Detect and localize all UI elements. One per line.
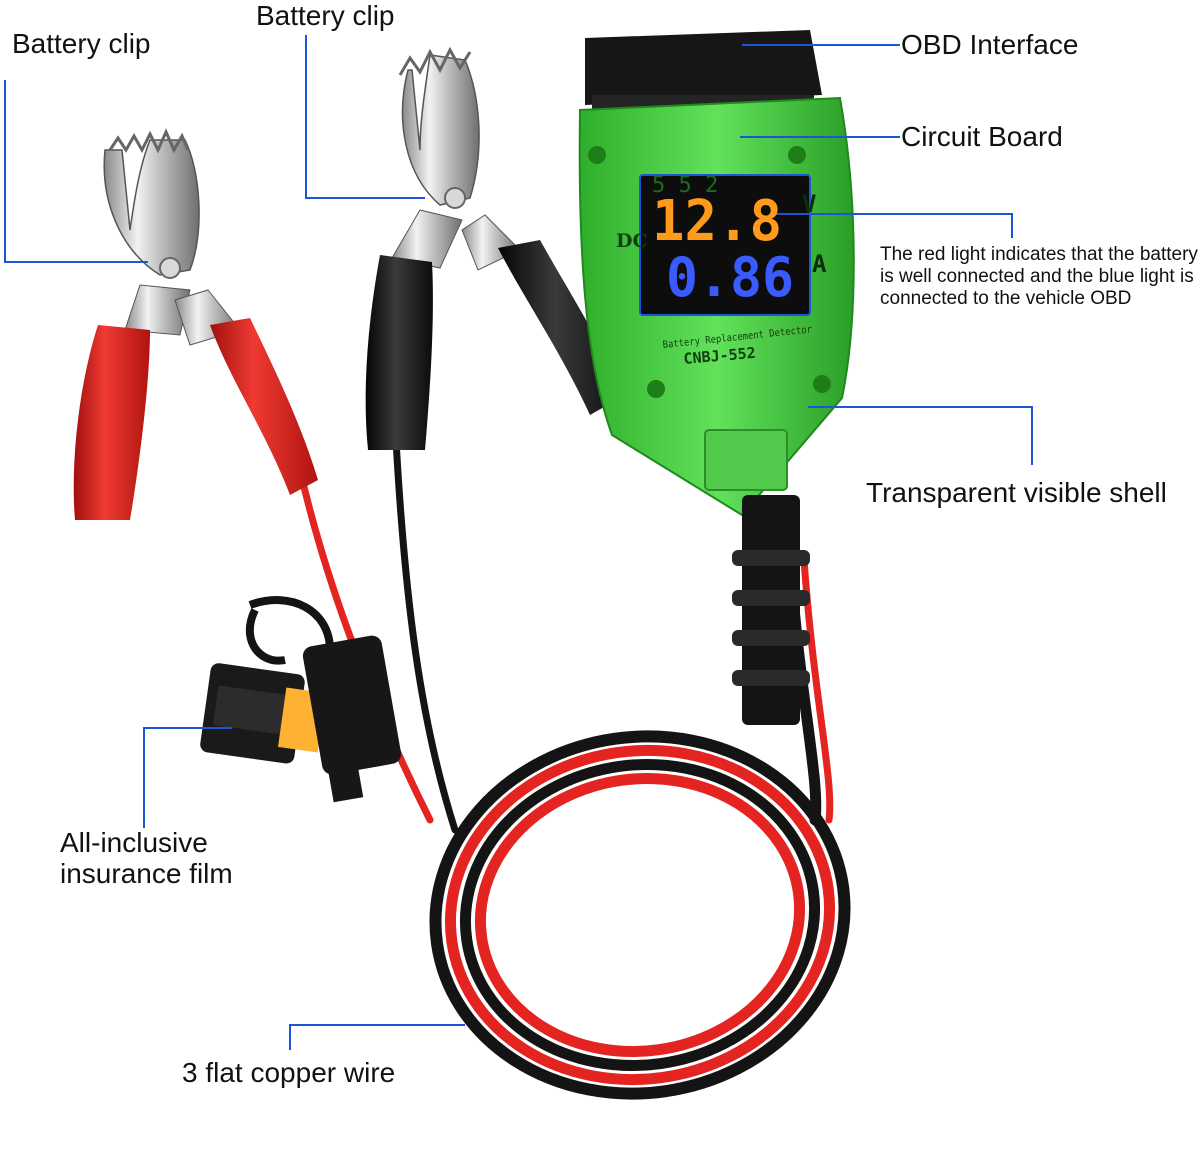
battery-clip-right (365, 46, 625, 450)
amp-unit: A (812, 250, 827, 278)
label-battery-clip-right: Battery clip (256, 0, 395, 31)
obd-device (578, 30, 855, 725)
label-transparent-shell: Transparent visible shell (866, 477, 1167, 508)
label-circuit-board: Circuit Board (901, 121, 1063, 152)
label-lights-note: The red light indicates that the battery… (880, 244, 1198, 309)
battery-clip-left (73, 128, 318, 520)
current-reading: 0.86 (666, 246, 794, 309)
leader-lights-note (775, 213, 1013, 238)
fuse-holder (200, 596, 402, 803)
leader-copper-wire (289, 1024, 465, 1050)
leader-battery-clip-left (4, 80, 148, 263)
device-text: 5 5 2 DC V A 12.8 0.86 Battery Replaceme… (616, 173, 827, 368)
leader-insurance-film (143, 727, 232, 828)
leader-battery-clip-right (305, 35, 425, 199)
label-battery-clip-left: Battery clip (12, 28, 151, 59)
device-top-digits: 5 5 2 (652, 173, 718, 198)
label-obd-interface: OBD Interface (901, 29, 1079, 60)
label-copper-wire: 3 flat copper wire (182, 1057, 396, 1088)
label-insurance-film: All-inclusive insurance film (60, 827, 233, 889)
leader-transparent-shell (808, 406, 1033, 465)
volt-unit: V (802, 190, 816, 218)
voltage-reading: 12.8 (652, 189, 782, 254)
leader-lines (4, 35, 1033, 1050)
cable-coil (429, 730, 851, 1100)
dc-label: DC (616, 230, 648, 252)
